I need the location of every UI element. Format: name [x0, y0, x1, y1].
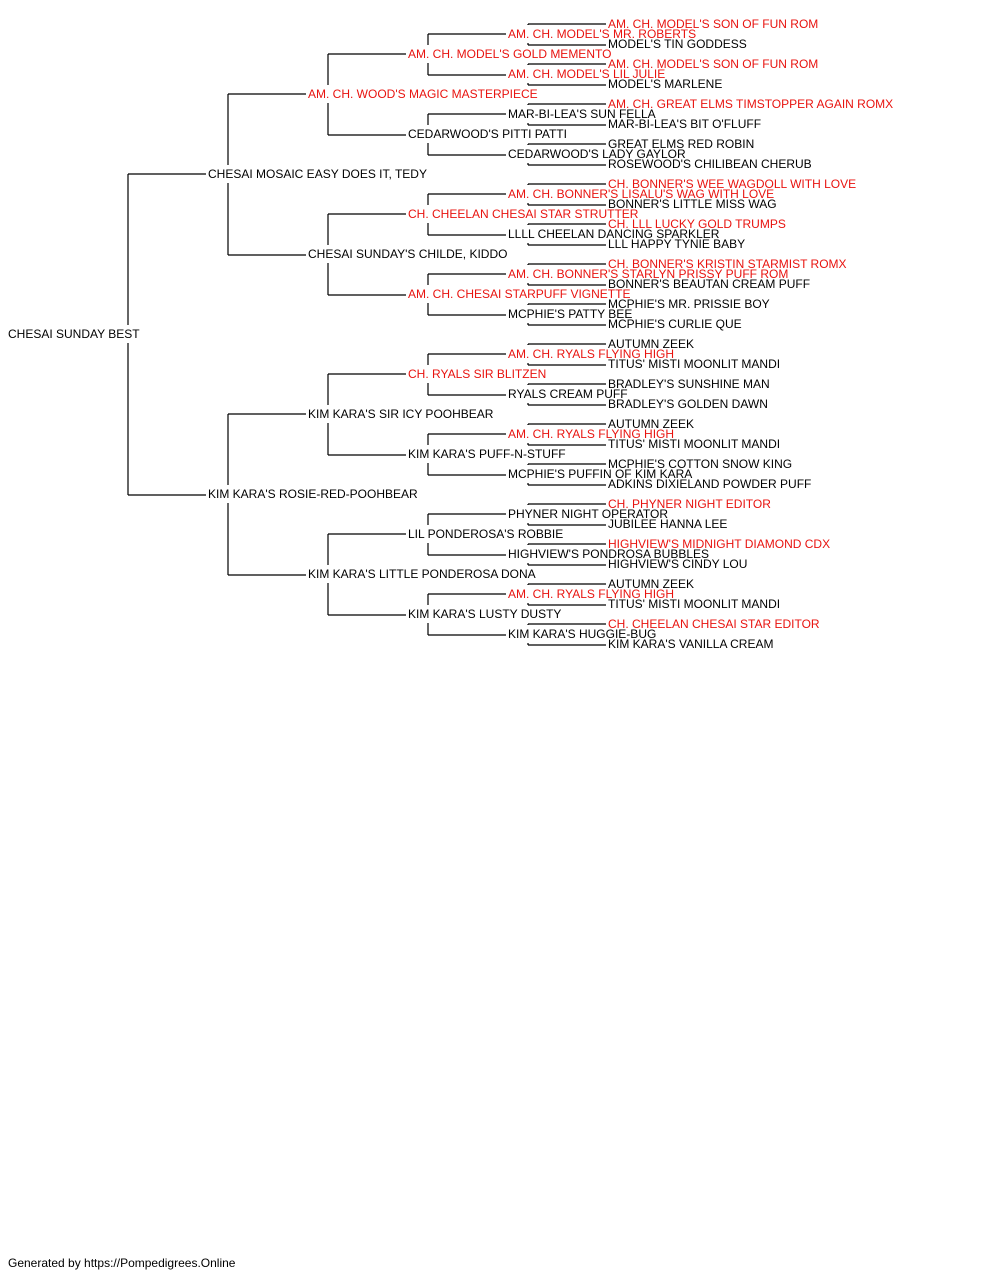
dog-name: KIM KARA'S LITTLE PONDEROSA DONA: [308, 567, 536, 581]
dog-name: CH. BONNER'S KRISTIN STARMIST ROMX: [608, 257, 847, 271]
dog-name: MCPHIE'S COTTON SNOW KING: [608, 457, 792, 471]
dog-name: BONNER'S BEAUTAN CREAM PUFF: [608, 277, 810, 291]
dog-name: MAR-BI-LEA'S BIT O'FLUFF: [608, 117, 761, 131]
dog-name: MCPHIE'S PUFFIN OF KIM KARA: [508, 467, 692, 481]
dog-name: MAR-BI-LEA'S SUN FELLA: [508, 107, 656, 121]
dog-name: CH. CHEELAN CHESAI STAR STRUTTER: [408, 207, 639, 221]
dog-name: AM. CH. MODEL'S LIL JULIE: [508, 67, 665, 81]
dog-name: KIM KARA'S HUGGIE-BUG: [508, 627, 656, 641]
dog-name: AM. CH. MODEL'S SON OF FUN ROM: [608, 57, 818, 71]
dog-name: JUBILEE HANNA LEE: [608, 517, 727, 531]
dog-name: CH. BONNER'S WEE WAGDOLL WITH LOVE: [608, 177, 856, 191]
dog-name: AM. CH. MODEL'S MR. ROBERTS: [508, 27, 696, 41]
dog-name: RYALS CREAM PUFF: [508, 387, 628, 401]
dog-name: ROSEWOOD'S CHILIBEAN CHERUB: [608, 157, 812, 171]
dog-name: CH. RYALS SIR BLITZEN: [408, 367, 546, 381]
dog-name: TITUS' MISTI MOONLIT MANDI: [608, 437, 780, 451]
dog-name: KIM KARA'S ROSIE-RED-POOHBEAR: [208, 487, 418, 501]
dog-name: BONNER'S LITTLE MISS WAG: [608, 197, 777, 211]
dog-name: MODEL'S TIN GODDESS: [608, 37, 747, 51]
generated-by-footer: Generated by https://Pompedigrees.Online: [8, 1256, 236, 1270]
dog-name: LLL HAPPY TYNIE BABY: [608, 237, 745, 251]
dog-name: GREAT ELMS RED ROBIN: [608, 137, 754, 151]
dog-name: AM. CH. BONNER'S STARLYN PRISSY PUFF ROM: [508, 267, 788, 281]
dog-name: BRADLEY'S SUNSHINE MAN: [608, 377, 770, 391]
dog-name: CHESAI MOSAIC EASY DOES IT, TEDY: [208, 167, 427, 181]
dog-name: HIGHVIEW'S MIDNIGHT DIAMOND CDX: [608, 537, 830, 551]
dog-name: AM. CH. GREAT ELMS TIMSTOPPER AGAIN ROMX: [608, 97, 893, 111]
dog-name: KIM KARA'S LUSTY DUSTY: [408, 607, 561, 621]
dog-name: LLLL CHEELAN DANCING SPARKLER: [508, 227, 720, 241]
dog-name: LIL PONDEROSA'S ROBBIE: [408, 527, 563, 541]
dog-name: KIM KARA'S PUFF-N-STUFF: [408, 447, 566, 461]
dog-name: AM. CH. RYALS FLYING HIGH: [508, 587, 674, 601]
dog-name: TITUS' MISTI MOONLIT MANDI: [608, 597, 780, 611]
dog-name: KIM KARA'S VANILLA CREAM: [608, 637, 773, 651]
dog-name: AM. CH. BONNER'S LISALU'S WAG WITH LOVE: [508, 187, 774, 201]
dog-name: AUTUMN ZEEK: [608, 577, 694, 591]
dog-name: AM. CH. RYALS FLYING HIGH: [508, 347, 674, 361]
dog-name: AUTUMN ZEEK: [608, 417, 694, 431]
dog-name: MCPHIE'S MR. PRISSIE BOY: [608, 297, 770, 311]
dog-name: AM. CH. CHESAI STARPUFF VIGNETTE: [408, 287, 630, 301]
dog-name: CHESAI SUNDAY'S CHILDE, KIDDO: [308, 247, 507, 261]
dog-name: AM. CH. MODEL'S SON OF FUN ROM: [608, 17, 818, 31]
dog-name: CEDARWOOD'S PITTI PATTI: [408, 127, 567, 141]
dog-name: AM. CH. MODEL'S GOLD MEMENTO: [408, 47, 611, 61]
dog-name: HIGHVIEW'S PONDROSA BUBBLES: [508, 547, 709, 561]
dog-name: BRADLEY'S GOLDEN DAWN: [608, 397, 768, 411]
pedigree-connectors: [127, 23, 606, 646]
pedigree-names: CHESAI SUNDAY BEST CHESAI MOSAIC EASY DOE…: [8, 17, 893, 651]
dog-name: AM. CH. RYALS FLYING HIGH: [508, 427, 674, 441]
dog-name: AM. CH. WOOD'S MAGIC MASTERPIECE: [308, 87, 538, 101]
dog-name: KIM KARA'S SIR ICY POOHBEAR: [308, 407, 494, 421]
dog-name: CHESAI SUNDAY BEST: [8, 327, 140, 341]
dog-name: CEDARWOOD'S LADY GAYLOR: [508, 147, 686, 161]
dog-name: MCPHIE'S CURLIE QUE: [608, 317, 742, 331]
dog-name: ADKINS DIXIELAND POWDER PUFF: [608, 477, 811, 491]
dog-name: MCPHIE'S PATTY BEE: [508, 307, 632, 321]
dog-name: MODEL'S MARLENE: [608, 77, 722, 91]
dog-name: CH. PHYNER NIGHT EDITOR: [608, 497, 771, 511]
dog-name: CH. CHEELAN CHESAI STAR EDITOR: [608, 617, 820, 631]
dog-name: HIGHVIEW'S CINDY LOU: [608, 557, 747, 571]
dog-name: CH. LLL LUCKY GOLD TRUMPS: [608, 217, 786, 231]
dog-name: PHYNER NIGHT OPERATOR: [508, 507, 668, 521]
dog-name: TITUS' MISTI MOONLIT MANDI: [608, 357, 780, 371]
dog-name: AUTUMN ZEEK: [608, 337, 694, 351]
